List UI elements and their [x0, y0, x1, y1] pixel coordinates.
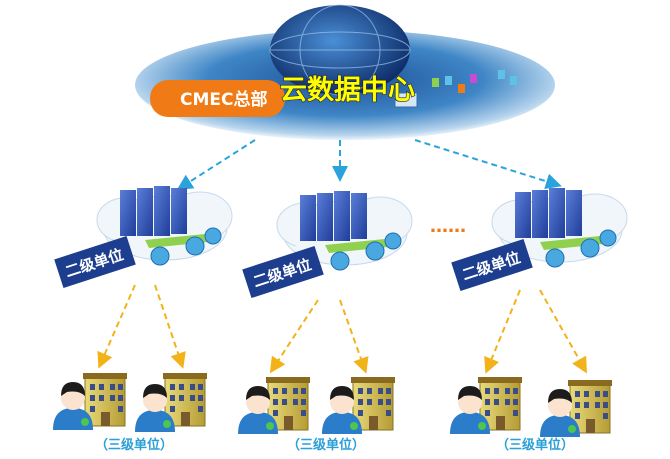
arrow	[339, 299, 369, 374]
monitor-icon	[394, 92, 418, 108]
cloud-data-center	[135, 4, 555, 140]
arrow-to-unit-3	[414, 139, 562, 190]
level3-group-3: （三级单位）	[450, 376, 613, 453]
level3-label: （三级单位）	[95, 437, 173, 453]
level3-group-1: （三级单位）	[53, 372, 208, 453]
data-center-title: 云数据中心	[280, 75, 415, 106]
arrow	[539, 289, 587, 374]
level2-unit-2: 二级单位	[242, 190, 413, 299]
level3-label: （三级单位）	[496, 437, 574, 453]
arrow-to-unit-1	[176, 139, 256, 191]
arrow	[484, 289, 521, 374]
level2-unit-1: 二级单位	[54, 185, 233, 289]
arrow	[97, 284, 136, 369]
database-icons	[432, 70, 517, 93]
arrow	[154, 284, 186, 369]
yellow-arrows	[97, 284, 587, 374]
level2-unit-3: 二级单位	[451, 187, 628, 292]
hq-badge: CMEC总部	[150, 80, 285, 117]
blue-arrows	[176, 139, 562, 191]
arrow	[269, 299, 319, 374]
hq-label: CMEC总部	[180, 89, 267, 110]
level3-label: （三级单位）	[287, 437, 365, 453]
ellipsis: ……	[430, 216, 466, 237]
level3-group-2: （三级单位）	[238, 376, 396, 453]
